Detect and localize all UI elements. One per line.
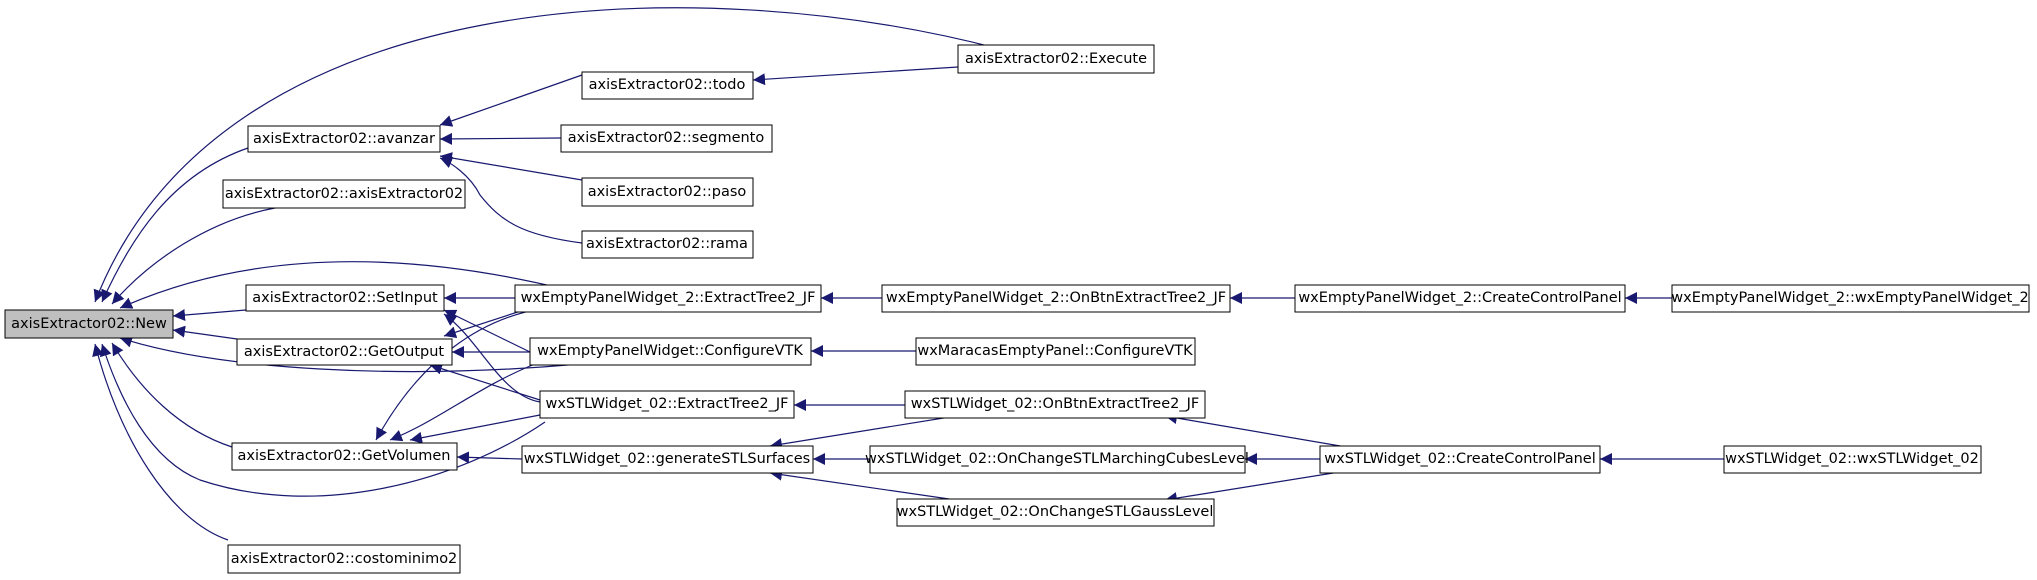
node-new-box[interactable] — [4, 309, 174, 339]
node-stlmarching-box[interactable] — [869, 445, 1246, 474]
node-empty2create-label: wxEmptyPanelWidget_2::CreateControlPanel — [1298, 290, 1621, 306]
edge-constructor-new — [111, 207, 276, 305]
node-execute-label: axisExtractor02::Execute — [965, 51, 1147, 67]
node-stlextract-label: wxSTLWidget_02::ExtractTree2_JF — [545, 396, 788, 412]
edge-avanzar-new — [101, 147, 249, 303]
edge-stlcreate-stlonbtn — [1164, 412, 1353, 449]
edge-costominimo2-new — [92, 343, 229, 541]
node-stlgenerate-box[interactable] — [521, 445, 814, 474]
node-stlcreate-box[interactable] — [1319, 445, 1601, 474]
edge-empty2extract-new — [119, 261, 561, 309]
edge-stlgauss-stlgenerate — [769, 468, 957, 501]
edge-paso-avanzar — [439, 152, 583, 181]
node-getoutput-box[interactable] — [236, 338, 453, 366]
node-setinput-box[interactable] — [245, 284, 445, 312]
node-setinput-label: axisExtractor02::SetInput — [252, 290, 438, 306]
node-maracas-box[interactable] — [915, 337, 1196, 366]
edge-stlcreate-stlgauss — [1164, 469, 1353, 505]
edge-emptyconfigure-new — [119, 335, 581, 373]
edge-emptyconfigure-setinput — [443, 309, 531, 353]
node-empty2create-box[interactable] — [1294, 284, 1626, 313]
edge-stlextract-getvolumen — [409, 414, 541, 444]
node-avanzar-box[interactable] — [247, 125, 441, 153]
edges — [92, 7, 1724, 541]
edge-getvolumen-new — [111, 342, 233, 448]
edge-stlextract-getoutput — [429, 362, 541, 401]
edge-empty2extract-getvolumen — [375, 307, 546, 441]
edge-stlextract-new — [99, 343, 546, 497]
edge-rama-avanzar — [439, 156, 583, 244]
edge-execute-new — [93, 7, 1001, 303]
node-stlcreate-label: wxSTLWidget_02::CreateControlPanel — [1324, 451, 1596, 467]
node-stlgauss-label: wxSTLWidget_02::OnChangeSTLGaussLevel — [897, 504, 1214, 520]
node-paso-label: axisExtractor02::paso — [588, 184, 747, 200]
edge-execute-todo — [752, 66, 959, 86]
node-segmento-box[interactable] — [560, 124, 773, 153]
node-getvolumen-box[interactable] — [231, 442, 458, 471]
edge-segmento-avanzar — [439, 132, 562, 145]
node-stlonbtn-box[interactable] — [904, 390, 1206, 419]
node-rama-box[interactable] — [581, 230, 754, 259]
edge-getoutput-new — [172, 325, 238, 340]
node-maracas-label: wxMaracasEmptyPanel::ConfigureVTK — [917, 343, 1193, 359]
node-getoutput-label: axisExtractor02::GetOutput — [244, 344, 445, 360]
node-stlctor-box[interactable] — [1723, 445, 1982, 474]
node-constructor-box[interactable] — [222, 179, 466, 209]
node-execute-box[interactable] — [957, 44, 1155, 74]
node-empty2onbtn-label: wxEmptyPanelWidget_2::OnBtnExtractTree2_… — [886, 290, 1226, 306]
node-avanzar-label: axisExtractor02::avanzar — [253, 131, 435, 147]
node-empty2ctor-label: wxEmptyPanelWidget_2::wxEmptyPanelWidget… — [1671, 290, 2028, 306]
node-stlonbtn-label: wxSTLWidget_02::OnBtnExtractTree2_JF — [911, 396, 1199, 412]
node-constructor-label: axisExtractor02::axisExtractor02 — [225, 186, 463, 202]
node-costominimo2-label: axisExtractor02::costominimo2 — [231, 551, 458, 567]
edge-setinput-new — [172, 309, 247, 321]
node-empty2ctor-box[interactable] — [1671, 284, 2030, 313]
node-stlmarching-label: wxSTLWidget_02::OnChangeSTLMarchingCubes… — [865, 451, 1249, 467]
node-paso-box[interactable] — [581, 177, 754, 207]
edge-todo-avanzar — [439, 74, 583, 127]
edge-stlonbtn-stlgenerate — [769, 415, 957, 451]
node-emptyconfigure-box[interactable] — [529, 337, 812, 366]
edge-stlgenerate-getvolumen — [456, 451, 523, 464]
node-stlgauss-box[interactable] — [896, 498, 1215, 527]
node-empty2extract-box[interactable] — [514, 284, 822, 313]
node-segmento-label: axisExtractor02::segmento — [568, 130, 765, 146]
node-todo-label: axisExtractor02::todo — [589, 77, 746, 93]
node-empty2onbtn-box[interactable] — [881, 284, 1231, 313]
node-empty2extract-label: wxEmptyPanelWidget_2::ExtractTree2_JF — [521, 290, 816, 306]
edge-empty2extract-getoutput — [443, 307, 531, 338]
node-stlgenerate-label: wxSTLWidget_02::generateSTLSurfaces — [524, 451, 810, 467]
node-emptyconfigure-label: wxEmptyPanelWidget::ConfigureVTK — [537, 343, 803, 359]
node-todo-box[interactable] — [581, 71, 754, 100]
node-stlextract-box[interactable] — [539, 390, 795, 419]
edge-emptyconfigure-getvolumen — [389, 361, 541, 442]
node-stlctor-label: wxSTLWidget_02::wxSTLWidget_02 — [1725, 451, 1979, 467]
node-costominimo2-box[interactable] — [227, 544, 461, 574]
node-rama-label: axisExtractor02::rama — [586, 236, 748, 252]
node-getvolumen-label: axisExtractor02::GetVolumen — [238, 448, 451, 464]
edge-stlextract-setinput — [443, 313, 541, 403]
node-new-label: axisExtractor02::New — [11, 316, 167, 332]
